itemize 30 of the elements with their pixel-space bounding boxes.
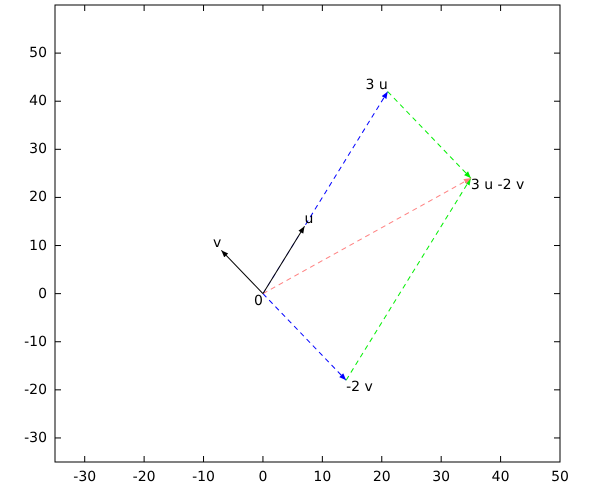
vector-label: 0	[254, 294, 263, 308]
tick-label: -10	[192, 470, 215, 484]
vector-label: -2 v	[346, 380, 373, 394]
tick-label: 0	[258, 470, 268, 484]
tick-label: 10	[29, 238, 47, 253]
vector-label: u	[304, 212, 314, 226]
vector-arrow	[262, 178, 472, 294]
tick-label: 30	[432, 470, 450, 484]
vector-arrow	[346, 178, 472, 381]
vector-arrow	[262, 293, 347, 381]
vector-arrow	[262, 226, 306, 294]
tick-label: -20	[24, 382, 47, 397]
tick-label: -30	[24, 430, 47, 445]
tick-label: 40	[29, 94, 47, 108]
tick-label: 50	[551, 470, 569, 484]
vector-arrow	[220, 250, 264, 294]
vector-label: 3 u	[365, 78, 388, 92]
tick-label: -10	[24, 334, 47, 349]
tick-label: 40	[492, 470, 510, 484]
tick-label: 10	[313, 470, 332, 484]
tick-label: 30	[29, 142, 47, 156]
tick-label: 20	[372, 470, 391, 484]
tick-label: 0	[38, 286, 47, 301]
tick-label: -30	[73, 470, 96, 484]
vector-arrow	[387, 91, 472, 179]
tick-label: 20	[29, 190, 47, 204]
tick-label: -20	[132, 470, 156, 484]
vector-label: 3 u -2 v	[470, 178, 524, 192]
tick-label: 50	[29, 46, 47, 60]
vector-label: v	[213, 236, 222, 250]
